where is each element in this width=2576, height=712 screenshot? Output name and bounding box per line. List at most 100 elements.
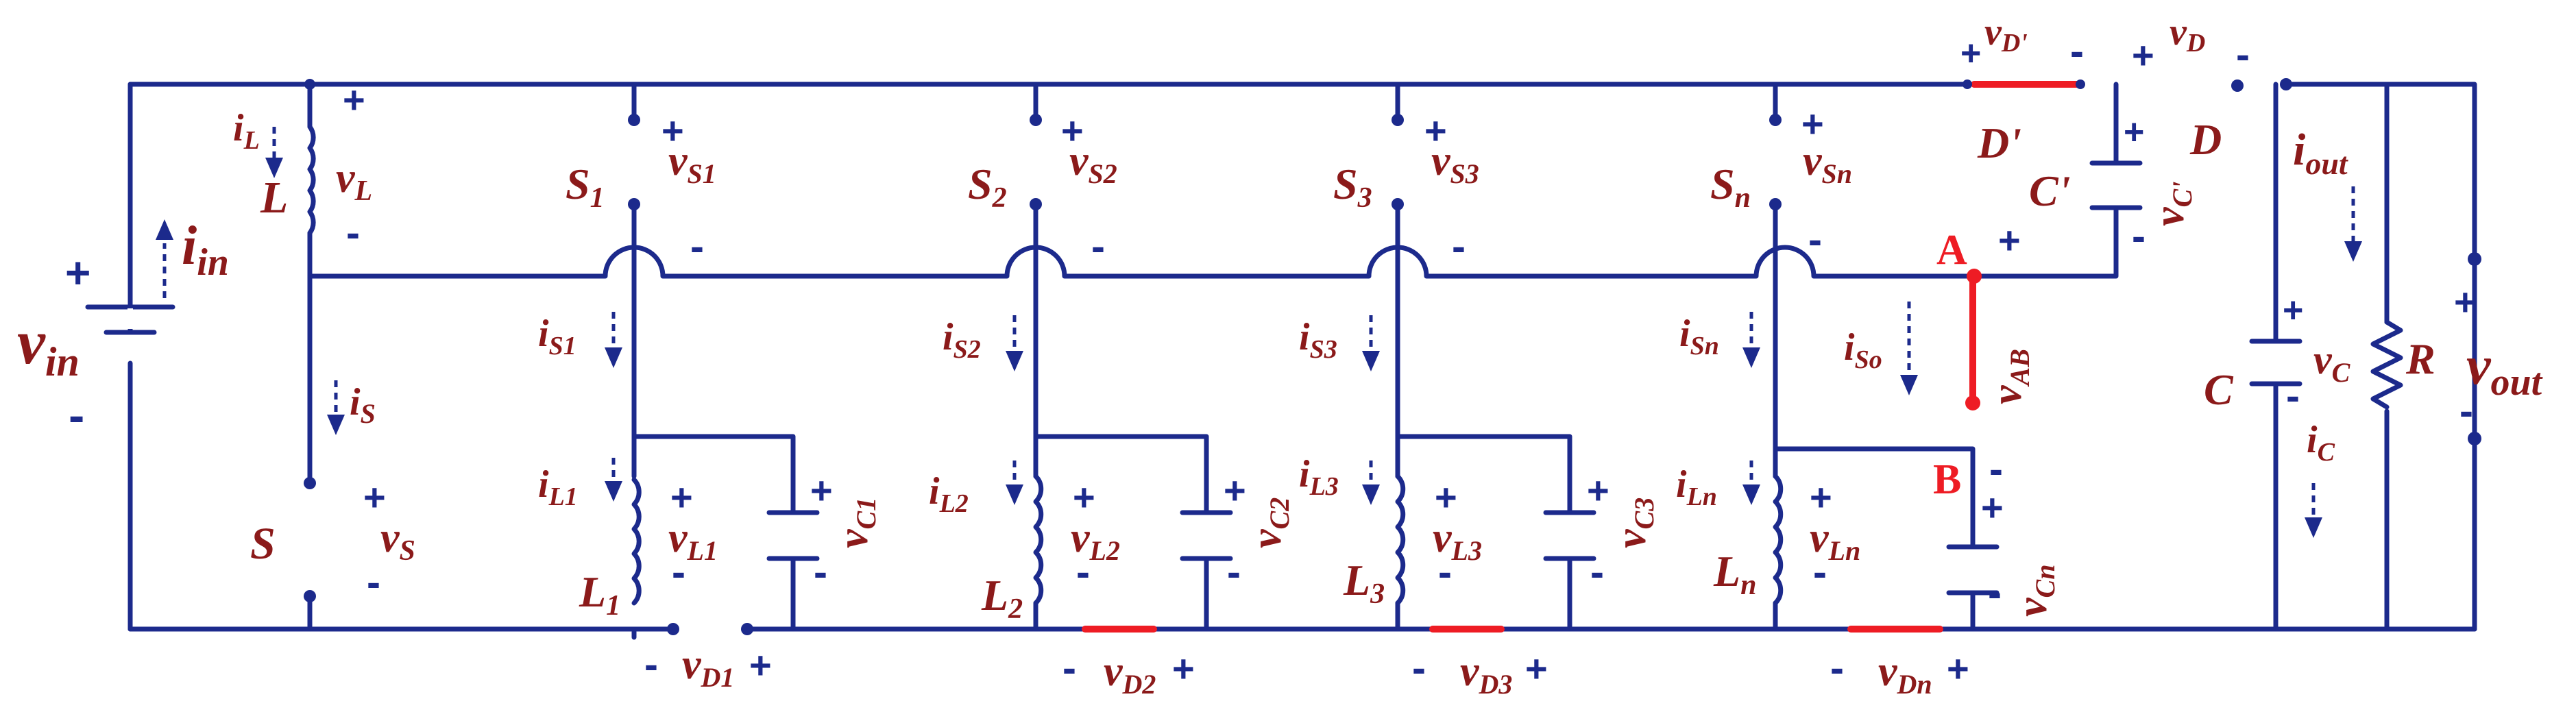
svg-text:S2: S2 xyxy=(968,160,1007,214)
vS-label: vS xyxy=(380,515,415,567)
svg-text:vL1: vL1 xyxy=(668,515,718,566)
svg-text:+: + xyxy=(1435,476,1457,519)
svg-text:-: - xyxy=(1062,645,1076,691)
svg-text:vC3: vC3 xyxy=(1608,498,1660,548)
svg-text:vLn: vLn xyxy=(1810,515,1860,566)
svg-text:C': C' xyxy=(2029,167,2070,215)
svg-text:+: + xyxy=(1981,486,2004,529)
svg-text:vDn: vDn xyxy=(1878,648,1932,700)
svg-text:iSo: iSo xyxy=(1844,326,1882,374)
svg-text:+: + xyxy=(810,469,833,512)
svg-text:vS2: vS2 xyxy=(1069,138,1117,189)
svg-text:-: - xyxy=(2286,373,2300,419)
svg-text:-: - xyxy=(1989,446,2003,492)
svg-text:vCn: vCn xyxy=(2009,565,2061,617)
svg-text:-: - xyxy=(814,549,827,595)
svg-text:iS1: iS1 xyxy=(538,312,576,360)
svg-text:vC: vC xyxy=(2313,337,2351,388)
svg-text:vSn: vSn xyxy=(1803,138,1852,189)
svg-text:iL2: iL2 xyxy=(929,470,969,518)
svg-text:vD3: vD3 xyxy=(1460,648,1512,700)
stage-inductors xyxy=(631,474,1784,606)
svg-text:-: - xyxy=(367,559,380,605)
svg-text:+: + xyxy=(1947,647,1969,690)
svg-text:+: + xyxy=(2124,112,2144,152)
svg-text:+: + xyxy=(1224,469,1246,512)
svg-text:A: A xyxy=(1936,227,1967,273)
svg-text:+: + xyxy=(661,109,684,152)
svg-text:-: - xyxy=(2459,388,2473,434)
wires xyxy=(127,82,2477,640)
svg-text:vC': vC' xyxy=(2146,182,2198,226)
labels: vin iin iL L vL iS S vS S1 vS1 iS1 iL1 L… xyxy=(17,11,2543,700)
svg-text:iC: iC xyxy=(2307,419,2335,467)
svg-text:-: - xyxy=(346,210,360,256)
vL-label: vL xyxy=(336,155,372,207)
svg-text:+: + xyxy=(749,643,772,687)
svg-text:vL2: vL2 xyxy=(1071,515,1120,566)
svg-text:iL3: iL3 xyxy=(1299,453,1339,501)
svg-text:+: + xyxy=(670,476,693,519)
svg-text:D': D' xyxy=(1977,119,2021,167)
svg-text:vD': vD' xyxy=(1984,11,2028,58)
svg-text:vD1: vD1 xyxy=(682,641,734,693)
svg-text:+: + xyxy=(1801,102,1824,145)
svg-text:+: + xyxy=(1525,647,1548,690)
svg-text:-: - xyxy=(1452,223,1466,269)
svg-text:vout: vout xyxy=(2466,336,2543,404)
svg-text:-: - xyxy=(1590,549,1604,595)
svg-text:iLn: iLn xyxy=(1676,463,1717,511)
iS-label: iS xyxy=(350,381,376,429)
svg-text:vD: vD xyxy=(2170,11,2205,58)
svg-text:-: - xyxy=(1988,569,2002,615)
load-resistor xyxy=(2370,319,2403,410)
svg-text:-: - xyxy=(2236,32,2250,77)
svg-text:+: + xyxy=(2454,280,2477,323)
svg-text:iL1: iL1 xyxy=(538,463,578,511)
svg-text:vS1: vS1 xyxy=(668,138,716,189)
junction-dots xyxy=(304,78,2481,635)
svg-text:L1: L1 xyxy=(579,567,620,622)
svg-text:S3: S3 xyxy=(1333,160,1372,214)
svg-text:Ln: Ln xyxy=(1713,547,1756,601)
current-arrows xyxy=(156,127,2362,538)
svg-text:+: + xyxy=(2132,34,2154,77)
vin-label: vin xyxy=(17,307,80,384)
svg-text:+: + xyxy=(343,78,365,121)
svg-text:Sn: Sn xyxy=(1710,160,1751,214)
svg-text:iS2: iS2 xyxy=(943,316,981,364)
svg-text:vC1: vC1 xyxy=(830,498,882,548)
svg-text:+: + xyxy=(65,248,90,297)
svg-text:L2: L2 xyxy=(981,571,1023,625)
svg-text:-: - xyxy=(1830,645,1844,691)
svg-text:vL3: vL3 xyxy=(1433,515,1482,566)
svg-text:vS3: vS3 xyxy=(1431,138,1479,189)
svg-text:+: + xyxy=(363,476,386,519)
svg-text:-: - xyxy=(1808,217,1822,262)
svg-text:vC2: vC2 xyxy=(1243,498,1295,548)
svg-text:-: - xyxy=(1091,223,1105,269)
svg-text:iS3: iS3 xyxy=(1299,316,1337,364)
capacitors xyxy=(766,160,2302,596)
svg-text:R: R xyxy=(2405,334,2435,383)
svg-text:+: + xyxy=(1587,469,1609,512)
svg-text:+: + xyxy=(1998,219,2021,262)
svg-text:-: - xyxy=(690,223,704,269)
svg-text:B: B xyxy=(1933,456,1961,503)
input-source xyxy=(85,304,175,335)
svg-text:iSn: iSn xyxy=(1679,312,1719,360)
svg-text:-: - xyxy=(2070,28,2084,74)
svg-text:-: - xyxy=(1227,549,1241,595)
svg-text:-: - xyxy=(1076,549,1090,595)
svg-text:+: + xyxy=(1424,109,1447,152)
svg-text:L3: L3 xyxy=(1343,556,1385,610)
svg-text:+: + xyxy=(1172,647,1195,690)
svg-text:-: - xyxy=(1438,549,1452,595)
svg-text:S1: S1 xyxy=(566,160,605,214)
highlighted-elements xyxy=(1082,81,2084,633)
svg-text:-: - xyxy=(644,641,658,687)
svg-text:-: - xyxy=(672,549,685,595)
svg-text:-: - xyxy=(2132,213,2146,259)
svg-text:iout: iout xyxy=(2293,125,2348,181)
